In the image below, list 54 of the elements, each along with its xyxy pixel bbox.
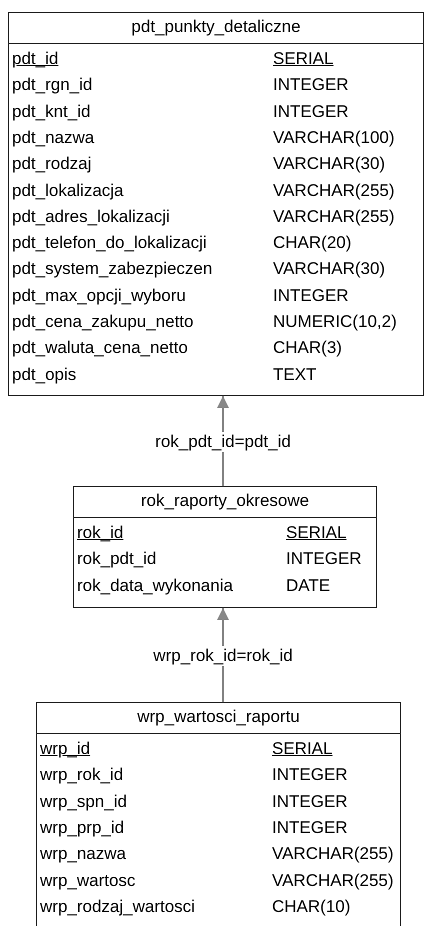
column-name: pdt_rgn_id xyxy=(12,75,92,96)
edge-label: wrp_rok_id=rok_id xyxy=(151,646,295,666)
column-type: INTEGER xyxy=(272,792,348,812)
column-name: pdt_telefon_do_lokalizacji xyxy=(12,233,207,254)
column-type: SERIAL xyxy=(272,739,332,759)
table-box xyxy=(73,486,377,608)
column-name: pdt_system_zabezpieczen xyxy=(12,259,212,280)
column-type: CHAR(3) xyxy=(273,338,342,358)
column-type: VARCHAR(255) xyxy=(273,206,395,227)
column-type: VARCHAR(255) xyxy=(272,844,394,864)
column-name: wrp_wartosc xyxy=(40,870,136,890)
column-type: NUMERIC(10,2) xyxy=(273,312,397,332)
column-name: pdt_opis xyxy=(12,364,76,385)
table-box xyxy=(8,12,424,396)
column-type: INTEGER xyxy=(272,818,348,838)
table-title: rok_raporty_okresowe xyxy=(140,491,310,511)
table-title: wrp_wartosci_raportu xyxy=(137,707,300,727)
column-name: pdt_max_opcji_wyboru xyxy=(12,286,186,306)
column-type: SERIAL xyxy=(273,49,334,69)
column-name: pdt_lokalizacja xyxy=(12,180,124,200)
column-name: wrp_id xyxy=(40,739,90,759)
column-name: wrp_nazwa xyxy=(40,844,126,864)
column-type: INTEGER xyxy=(273,102,349,122)
column-name: pdt_adres_lokalizacji xyxy=(12,206,170,227)
column-type: DATE xyxy=(286,576,330,596)
column-name: pdt_waluta_cena_netto xyxy=(12,338,188,358)
column-name: pdt_rodzaj xyxy=(12,154,92,174)
column-name: pdt_id xyxy=(12,49,58,69)
column-name: rok_pdt_id xyxy=(77,549,156,570)
column-name: wrp_spn_id xyxy=(40,792,127,812)
column-type: INTEGER xyxy=(273,286,349,306)
column-name: pdt_nazwa xyxy=(12,128,94,148)
column-name: wrp_prp_id xyxy=(40,818,124,838)
column-type: VARCHAR(30) xyxy=(273,259,386,280)
column-type: CHAR(20) xyxy=(273,233,352,254)
edge-label: rok_pdt_id=pdt_id xyxy=(153,432,293,452)
column-type: TEXT xyxy=(273,364,316,385)
column-name: wrp_rok_id xyxy=(40,765,124,786)
table-title: pdt_punkty_detaliczne xyxy=(131,17,301,37)
column-type: VARCHAR(255) xyxy=(272,870,394,890)
column-type: CHAR(10) xyxy=(272,896,350,917)
table-box xyxy=(36,702,401,926)
column-name: rok_data_wykonania xyxy=(77,576,233,596)
column-type: SERIAL xyxy=(286,523,346,543)
column-type: INTEGER xyxy=(273,75,349,96)
column-name: wrp_rodzaj_wartosci xyxy=(40,896,195,917)
column-type: VARCHAR(100) xyxy=(273,128,395,148)
column-type: INTEGER xyxy=(272,765,348,786)
column-name: pdt_knt_id xyxy=(12,102,90,122)
column-name: rok_id xyxy=(77,523,124,543)
column-type: VARCHAR(30) xyxy=(273,154,386,174)
column-type: VARCHAR(255) xyxy=(273,180,395,200)
column-name: pdt_cena_zakupu_netto xyxy=(12,312,194,332)
column-type: INTEGER xyxy=(286,549,362,570)
